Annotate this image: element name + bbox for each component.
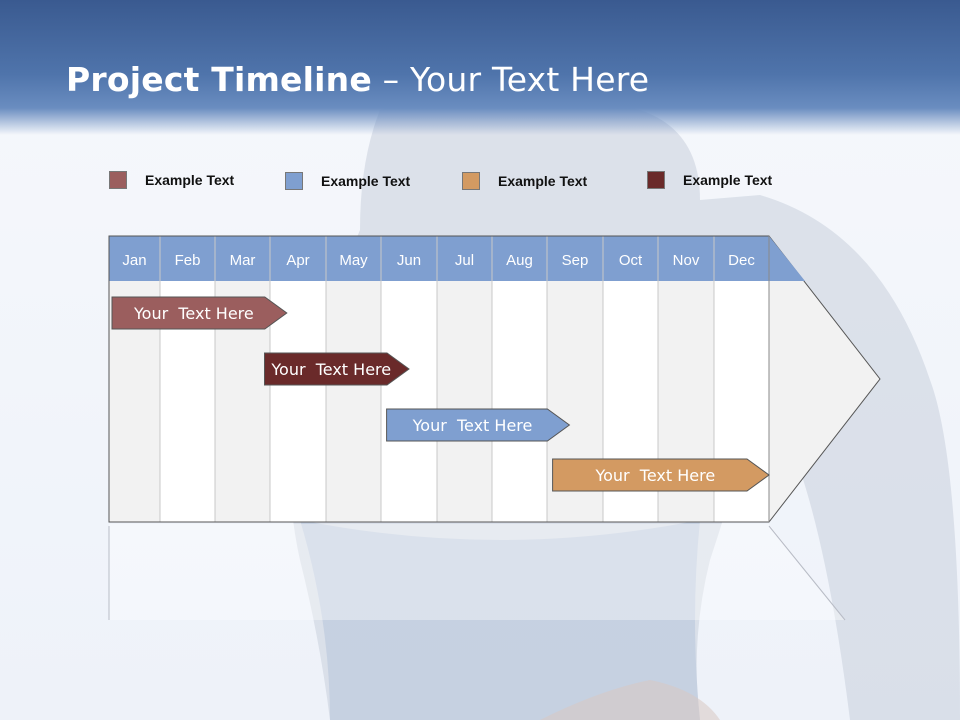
month-column bbox=[437, 281, 492, 522]
slide-title-bold: Project Timeline bbox=[66, 60, 372, 99]
month-column bbox=[381, 281, 437, 522]
title-banner: Project Timeline – Your Text Here bbox=[0, 0, 960, 135]
task-bar-4 bbox=[552, 458, 770, 492]
month-label-apr: Apr bbox=[286, 252, 309, 269]
month-label-jun: Jun bbox=[397, 252, 421, 269]
task-bar-1 bbox=[111, 296, 288, 330]
month-header-band bbox=[109, 236, 805, 281]
legend-swatch-2 bbox=[285, 172, 303, 190]
slide-title: Project Timeline – Your Text Here bbox=[66, 60, 649, 99]
legend-swatch-3 bbox=[462, 172, 480, 190]
legend-label-1: Example Text bbox=[145, 172, 235, 188]
legend-swatch-1 bbox=[109, 171, 127, 189]
legend-swatch-4 bbox=[647, 171, 665, 189]
month-label-may: May bbox=[339, 252, 368, 269]
legend-item-3: Example Text bbox=[462, 172, 587, 190]
month-label-jan: Jan bbox=[122, 252, 146, 269]
task-label-4: Your Text Here bbox=[594, 466, 715, 485]
month-label-sep: Sep bbox=[562, 252, 589, 269]
month-label-dec: Dec bbox=[728, 252, 755, 269]
legend-label-3: Example Text bbox=[498, 173, 588, 189]
task-label-3: Your Text Here bbox=[412, 416, 533, 435]
slide-title-rest: – Your Text Here bbox=[371, 60, 650, 99]
month-column bbox=[270, 281, 326, 522]
reflection-edge-right bbox=[768, 525, 846, 621]
month-label-nov: Nov bbox=[673, 252, 700, 269]
month-label-feb: Feb bbox=[175, 252, 201, 269]
legend-item-1: Example Text bbox=[109, 171, 234, 189]
legend-item-4: Example Text bbox=[647, 171, 772, 189]
legend-label-2: Example Text bbox=[321, 173, 411, 189]
legend-item-2: Example Text bbox=[285, 172, 410, 190]
month-label-oct: Oct bbox=[619, 252, 643, 269]
task-label-1: Your Text Here bbox=[133, 304, 254, 323]
task-label-2: Your Text Here bbox=[270, 360, 391, 379]
timeline-reflection bbox=[109, 524, 845, 620]
month-label-mar: Mar bbox=[230, 252, 256, 269]
month-column bbox=[326, 281, 381, 522]
legend-label-4: Example Text bbox=[683, 172, 773, 188]
task-bar-3 bbox=[386, 408, 571, 442]
month-label-jul: Jul bbox=[455, 252, 474, 269]
task-bar-2 bbox=[264, 352, 410, 386]
month-column bbox=[492, 281, 547, 522]
month-label-aug: Aug bbox=[506, 252, 533, 269]
